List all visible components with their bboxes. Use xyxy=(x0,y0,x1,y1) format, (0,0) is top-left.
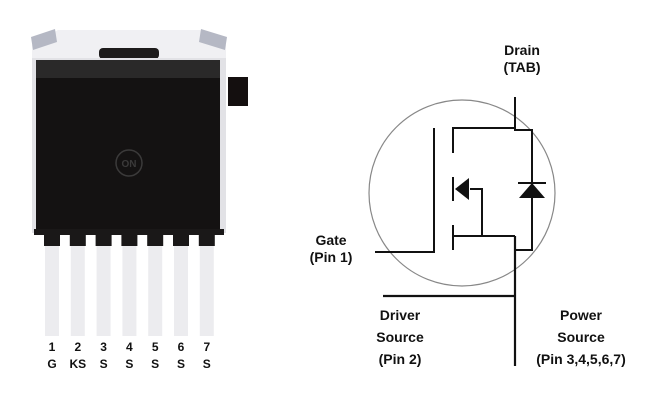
tab-corner-right xyxy=(199,29,227,50)
pin-function: S xyxy=(151,357,160,371)
gate-label-line1: Gate xyxy=(315,232,347,248)
pin-number: 7 xyxy=(203,340,211,354)
lead-pin-7 xyxy=(199,246,214,336)
pin-number: 6 xyxy=(177,340,185,354)
package-drawing: ON xyxy=(31,29,248,336)
pin-number: 4 xyxy=(126,340,133,354)
pin-function: S xyxy=(125,357,134,371)
gate-label: Gate (Pin 1) xyxy=(298,232,364,266)
power-source-line3: (Pin 3,4,5,6,7) xyxy=(536,351,626,367)
pin-function: S xyxy=(176,357,185,371)
lead-pin-3 xyxy=(96,246,111,336)
drain-label-line1: Drain xyxy=(504,42,540,58)
pin-function: G xyxy=(47,357,57,371)
driver-source-line2: Source xyxy=(376,329,424,345)
side-tab xyxy=(228,77,248,106)
leads xyxy=(44,232,215,336)
pin-number: 2 xyxy=(74,340,82,354)
lead-pin-5 xyxy=(148,246,163,336)
lead-root-2 xyxy=(69,232,86,246)
mosfet-schematic xyxy=(368,97,556,366)
drain-label: Drain (TAB) xyxy=(490,42,554,76)
device-circle xyxy=(368,99,556,287)
pin-function: S xyxy=(99,357,108,371)
gate-wire xyxy=(375,128,435,253)
drain-wire xyxy=(452,97,533,251)
logo-circle xyxy=(115,149,143,177)
lead-pin-4 xyxy=(122,246,137,336)
lead-pin-1 xyxy=(45,246,59,336)
package-body-top-band xyxy=(36,60,220,78)
gate-label-line2: (Pin 1) xyxy=(309,249,353,265)
lead-pin-2 xyxy=(70,246,85,336)
body-arrow-icon xyxy=(455,178,469,200)
lead-pin-6 xyxy=(174,246,188,336)
driver-source-line1: Driver xyxy=(379,307,421,323)
lead-root-4 xyxy=(121,232,138,246)
power-source-line1: Power xyxy=(559,307,602,323)
lead-root-6 xyxy=(173,232,189,246)
pin-number: 1 xyxy=(48,340,56,354)
package-body xyxy=(36,60,220,230)
diode-icon xyxy=(519,183,545,198)
drain-label-line2: (TAB) xyxy=(503,59,541,75)
pin-function: KS xyxy=(69,357,87,371)
driver-source-line3: (Pin 2) xyxy=(378,351,422,367)
power-source-line2: Source xyxy=(557,329,605,345)
pin-number: 3 xyxy=(100,340,107,354)
logo-text: ON xyxy=(122,159,137,170)
body-wire xyxy=(453,188,515,237)
power-source-label: Power Source (Pin 3,4,5,6,7) xyxy=(518,304,644,370)
lead-root-5 xyxy=(147,232,164,246)
lead-root-1 xyxy=(44,232,60,246)
pin-function: S xyxy=(202,357,211,371)
metal-tab xyxy=(32,30,226,62)
lead-root-3 xyxy=(95,232,112,246)
driver-source-label: Driver Source (Pin 2) xyxy=(365,304,435,370)
tab-notch xyxy=(99,48,159,59)
lead-root-7 xyxy=(198,232,215,246)
tab-corner-left xyxy=(31,29,57,50)
pin-number: 5 xyxy=(151,340,159,354)
